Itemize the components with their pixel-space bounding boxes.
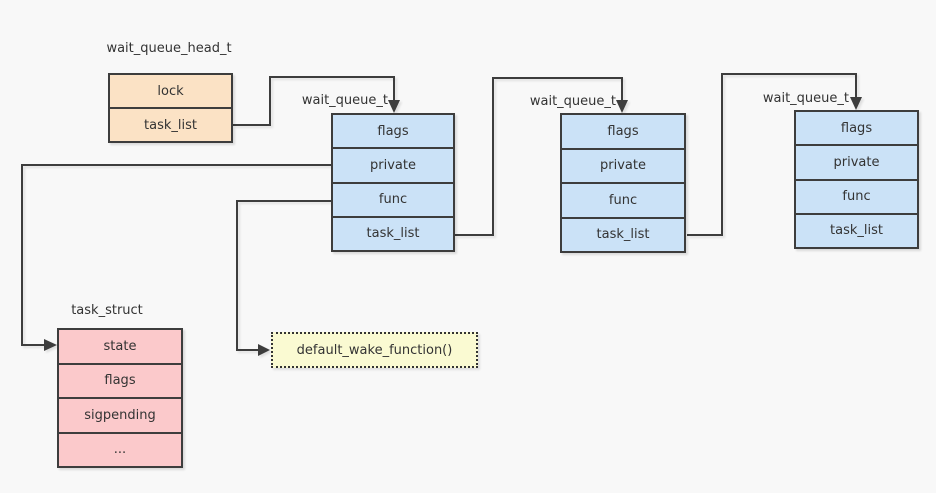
- field-func: func: [796, 178, 917, 213]
- wait-queue-1-box: flags private func task_list: [331, 113, 455, 252]
- wait-queue-2-title: wait_queue_t: [529, 94, 616, 109]
- field-task-list: task_list: [110, 107, 231, 141]
- wait-queue-1-title: wait_queue_t: [301, 93, 388, 108]
- field-flags: flags: [59, 362, 181, 398]
- field-task-list: task_list: [333, 215, 453, 250]
- task-struct-title: task_struct: [71, 303, 143, 318]
- wait-queue-head-box: lock task_list: [108, 73, 233, 143]
- connector-wq1-func-to-wake-function: [236, 200, 331, 351]
- field-task-list: task_list: [796, 212, 917, 247]
- wait-queue-3-title: wait_queue_t: [762, 91, 849, 106]
- field-sigpending: sigpending: [59, 397, 181, 432]
- connector-wq1-private-to-task-struct: [21, 164, 331, 346]
- wait-queue-3-box: flags private func task_list: [794, 110, 919, 249]
- arrowhead-into-wq3: [850, 97, 862, 110]
- task-struct-box: state flags sigpending ...: [57, 328, 183, 468]
- field-task-list: task_list: [562, 216, 684, 252]
- wait-queue-head-title: wait_queue_head_t: [106, 41, 232, 56]
- field-flags: flags: [377, 123, 409, 139]
- arrowhead-into-task-struct: [44, 339, 57, 351]
- wait-queue-2-box: flags private func task_list: [560, 113, 686, 253]
- field-flags: flags: [607, 123, 639, 139]
- arrowhead-into-wq2: [616, 100, 628, 113]
- field-state: state: [103, 338, 137, 354]
- arrowhead-into-wq1: [388, 100, 400, 113]
- field-func: func: [562, 182, 684, 217]
- default-wake-function-box: default_wake_function(): [271, 332, 478, 368]
- field-func: func: [333, 181, 453, 216]
- field-private: private: [333, 147, 453, 181]
- field-private: private: [796, 144, 917, 178]
- connector-head-tasklist-to-wq1: [233, 76, 395, 126]
- connector-wq2-tasklist-to-wq3: [687, 73, 857, 236]
- arrowhead-into-wake-function: [258, 344, 270, 356]
- field-lock: lock: [157, 83, 184, 99]
- field-flags: flags: [840, 120, 873, 136]
- field-private: private: [562, 147, 684, 183]
- connector-wq1-tasklist-to-wq2: [455, 77, 623, 236]
- field-ellipsis: ...: [59, 431, 181, 467]
